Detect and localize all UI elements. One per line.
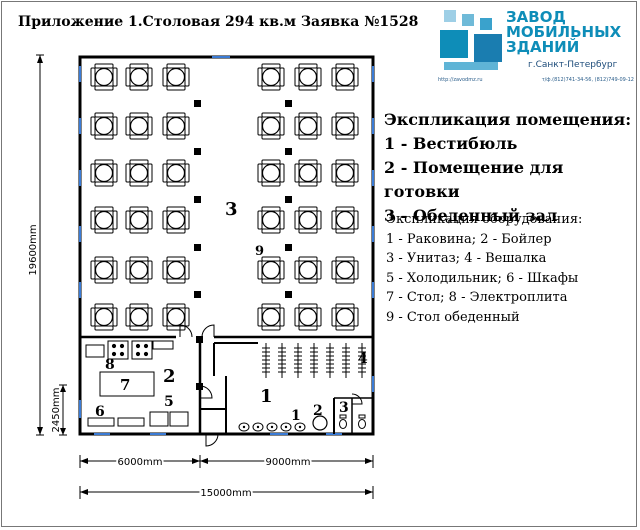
inner-walls [80,335,373,434]
equipment-legend-item: 9 - Стол обеденный [386,309,520,325]
logo-contacts: http://zavodmz.ru т/ф.(812)741-34-56, (8… [438,77,634,83]
dimension-right-width: 9000mm [266,457,311,468]
equipment-label-8: 8 [105,357,115,373]
equipment-label-9: 9 [255,244,264,259]
dimension-arrows [37,55,373,495]
equipment-legend-item: 3 - Унитаз; 4 - Вешалка [386,251,547,266]
room-label-2: 2 [163,366,176,387]
rooms-legend-item: 2 - Помещение для готовки [384,158,564,201]
logo-line-1: ЗАВОД [506,8,566,26]
windows [79,56,374,435]
rooms-legend-title: Экспликация помещения: [384,110,632,129]
equipment-legend-item: 5 - Холодильник; 6 - Шкафы [386,270,579,286]
equipment-label-5: 5 [164,394,174,410]
dimension-total-height: 19600mm [28,224,39,275]
equipment-legend-item: 7 - Стол; 8 - Электроплита [386,290,568,305]
dimension-total-width: 15000mm [200,488,251,499]
logo-site: http://zavodmz.ru [438,77,483,83]
equipment-label-1: 1 [291,408,301,424]
equipment-legend-title: Экспликация оборудования: [386,212,583,227]
vestibule-fixtures [238,414,366,432]
logo-city: г.Санкт-Петербург [528,60,618,70]
room-label-1: 1 [260,386,273,407]
equipment-legend: Экспликация оборудования: 1 - Раковина; … [386,210,582,327]
logo-text: ЗАВОД МОБИЛЬНЫХ ЗДАНИЙ [506,10,621,55]
equipment-label-6: 6 [95,404,105,420]
page-title: Приложение 1.Столовая 294 кв.м Заявка №1… [18,14,419,30]
dining-tables [90,63,359,331]
pillars [194,100,292,390]
logo-line-3: ЗДАНИЙ [506,38,580,56]
logo-line-2: МОБИЛЬНЫХ [506,23,622,41]
room-label-3: 3 [225,199,238,220]
equipment-label-7: 7 [120,376,130,394]
logo-phones: т/ф.(812)741-34-56, (812)749-09-12 [541,77,634,83]
hanger-ticks [262,347,366,373]
rooms-legend-item: 3 - Обеденный зал [384,206,558,225]
company-logo [440,10,502,70]
equipment-label-3: 3 [339,400,349,416]
dimension-lines [36,54,374,499]
rooms-legend: Экспликация помещения: 1 - Вестибюль 2 -… [384,108,640,228]
equipment-label-4: 4 [358,351,368,367]
rooms-legend-item: 1 - Вестибюль [384,134,518,153]
equipment-legend-item: 1 - Раковина; 2 - Бойлер [386,231,552,247]
dimension-small-height: 2450mm [51,388,62,433]
kitchen-equipment [85,340,189,427]
doors [179,324,363,447]
dimension-left-width: 6000mm [118,457,163,468]
equipment-label-2: 2 [313,403,323,419]
